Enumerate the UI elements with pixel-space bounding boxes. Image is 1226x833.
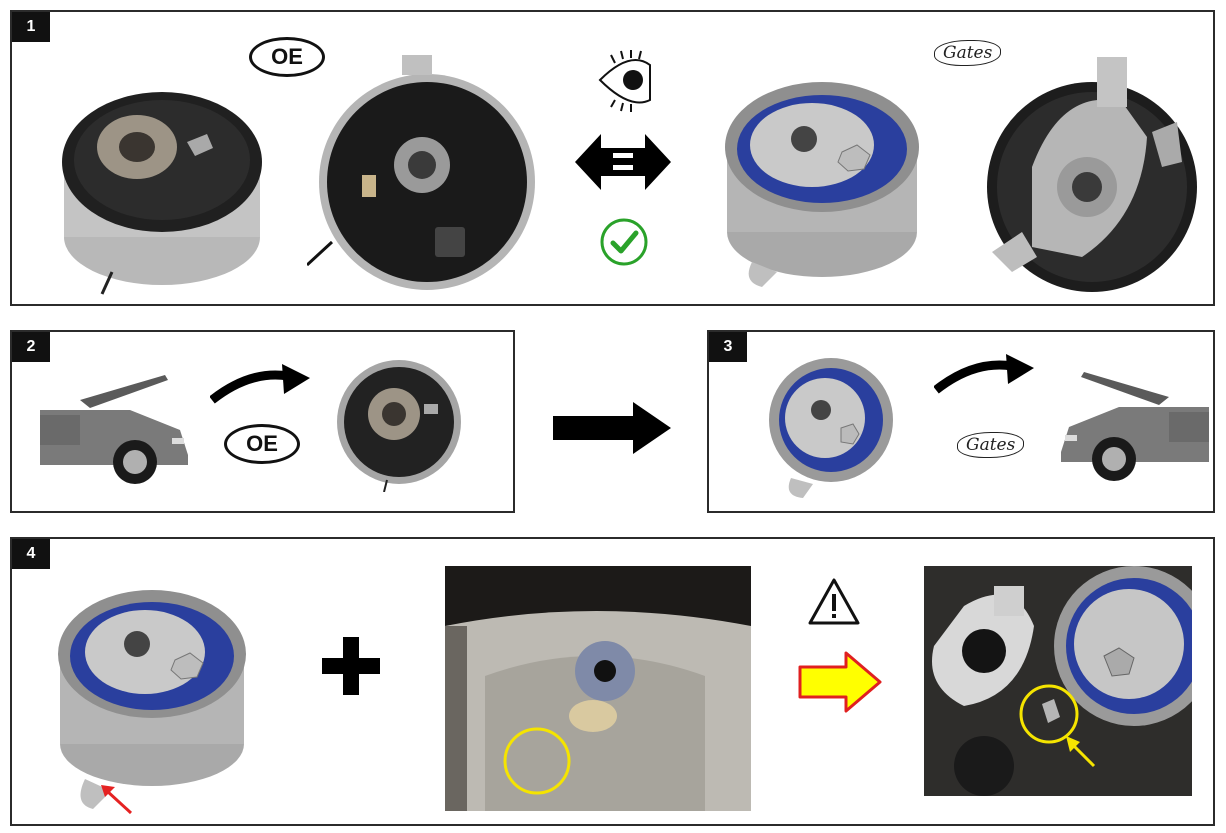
panel-1-comparison: 1 OE Gates — [10, 10, 1215, 306]
panel-2-remove-oe: 2 OE — [10, 330, 515, 513]
gates-tensioner-photo-with-pin — [58, 590, 246, 809]
check-circle-icon — [600, 218, 648, 266]
plus-icon — [322, 637, 380, 695]
installed-tensioner-closeup-photo — [924, 566, 1192, 796]
car-front-open-hood-image — [40, 375, 188, 484]
oe-badge-step2: OE — [224, 424, 300, 464]
gates-tensioner-photo-angled — [725, 82, 919, 287]
step-number-4: 4 — [12, 539, 50, 569]
oe-tensioner-photo-angled — [62, 92, 262, 295]
car-front-open-hood-image — [1061, 372, 1209, 481]
red-pointer-arrow-icon — [101, 785, 133, 815]
right-arrow-icon — [553, 402, 671, 454]
oe-tensioner-photo-small — [337, 360, 461, 492]
oe-tensioner-photo-rear — [307, 55, 535, 290]
warning-triangle-icon — [808, 578, 860, 625]
double-arrow-equal-icon — [575, 134, 671, 190]
panel-4-warning: 4 — [10, 537, 1215, 826]
gates-logo-top: Gates — [934, 40, 1002, 66]
eye-icon — [598, 50, 651, 112]
gates-logo-step3: Gates — [957, 432, 1025, 458]
step-number-3: 3 — [709, 332, 747, 362]
curved-arrow-icon — [934, 354, 1034, 394]
panel-3-install-gates: 3 Gates — [707, 330, 1215, 513]
oe-badge-top: OE — [249, 37, 325, 77]
gates-tensioner-photo-small — [769, 358, 893, 498]
step-number-1: 1 — [12, 12, 50, 42]
engine-block-photo — [445, 566, 751, 811]
curved-arrow-icon — [210, 364, 310, 404]
yellow-arrow-icon — [798, 651, 882, 713]
step-number-2: 2 — [12, 332, 50, 362]
gates-tensioner-photo-rear — [987, 57, 1197, 292]
